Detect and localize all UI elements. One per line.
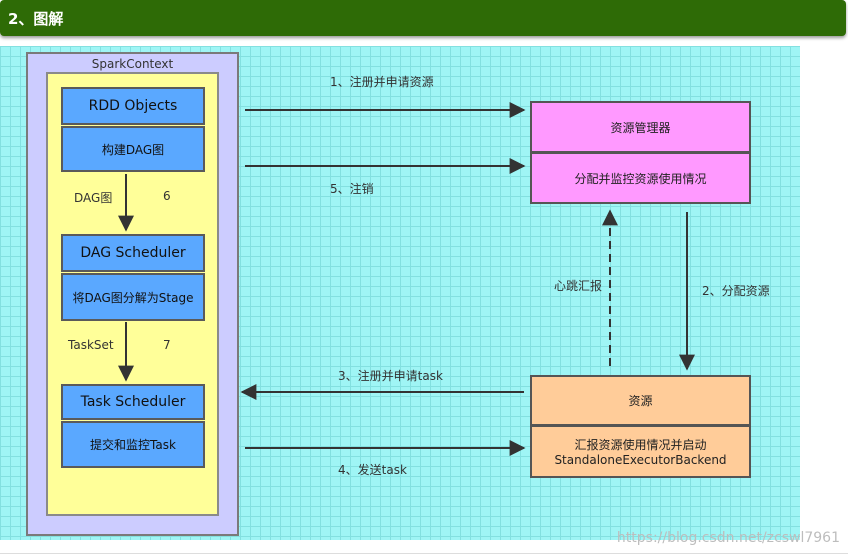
label-heartbeat: 心跳汇报 xyxy=(554,279,603,293)
resource-header: 资源 xyxy=(530,375,751,426)
resource-desc-line2: StandaloneExecutorBackend xyxy=(554,453,727,467)
label-register-resource: 1、注册并申请资源 xyxy=(330,75,434,89)
resource-desc-line1: 汇报资源使用情况并启动 xyxy=(574,438,707,452)
label-dag-graph: DAG图 xyxy=(74,191,113,205)
label-dag-graph-num: 6 xyxy=(163,189,171,203)
spark-context-title: SparkContext xyxy=(91,57,174,71)
resource-title: 资源 xyxy=(628,394,653,408)
diagram-edges xyxy=(118,102,695,456)
resource-manager-body: 分配并监控资源使用情况 xyxy=(530,152,751,204)
section-header: 2、图解 xyxy=(0,0,846,36)
label-allocate: 2、分配资源 xyxy=(702,284,770,298)
diagram-canvas: SparkContext RDD Objects 构建DAG图 DAG Sche… xyxy=(0,46,800,540)
rdd-objects-body: 构建DAG图 xyxy=(61,126,205,172)
rdd-objects-header: RDD Objects xyxy=(61,87,205,125)
label-unregister: 5、注销 xyxy=(330,182,374,196)
dag-scheduler-header: DAG Scheduler xyxy=(61,234,205,272)
label-register-task: 3、注册并申请task xyxy=(338,369,443,383)
resource-manager-desc: 分配并监控资源使用情况 xyxy=(574,171,707,186)
dag-scheduler-desc: 将DAG图分解为Stage xyxy=(72,290,194,305)
resource-body: 汇报资源使用情况并启动 StandaloneExecutorBackend xyxy=(530,425,751,478)
label-task-set: TaskSet xyxy=(68,338,114,352)
task-scheduler-body: 提交和监控Task xyxy=(61,421,205,468)
bottom-divider xyxy=(0,553,848,554)
dag-scheduler-title: DAG Scheduler xyxy=(80,245,186,261)
task-scheduler-desc: 提交和监控Task xyxy=(90,438,176,452)
task-scheduler-title: Task Scheduler xyxy=(80,394,186,410)
task-scheduler-header: Task Scheduler xyxy=(61,384,205,420)
rdd-objects-desc: 构建DAG图 xyxy=(101,142,165,157)
label-send-task: 4、发送task xyxy=(338,463,407,477)
dag-scheduler-body: 将DAG图分解为Stage xyxy=(61,273,205,321)
rdd-objects-title: RDD Objects xyxy=(88,98,178,114)
resource-manager-header: 资源管理器 xyxy=(530,101,751,153)
label-task-set-num: 7 xyxy=(163,338,171,352)
watermark: https://blog.csdn.net/zcswl7961 xyxy=(616,530,840,546)
resource-manager-title: 资源管理器 xyxy=(610,120,671,135)
section-title: 2、图解 xyxy=(8,10,64,28)
